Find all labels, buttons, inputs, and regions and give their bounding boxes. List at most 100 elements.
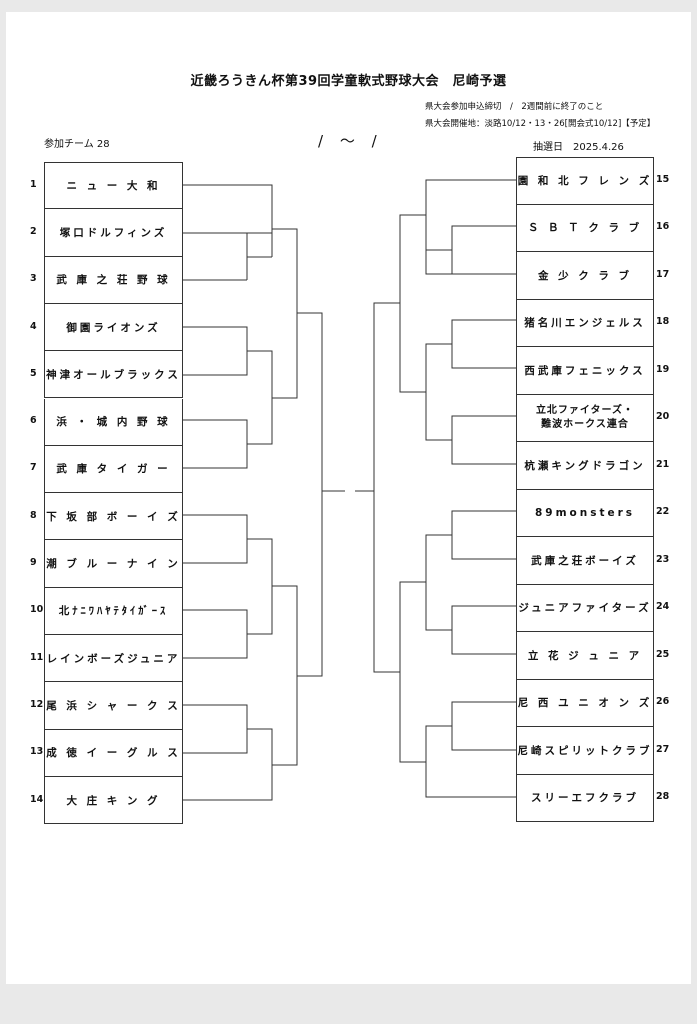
team-name: 成 徳 イ ー グ ル ス <box>46 747 181 760</box>
bracket-line <box>425 343 452 441</box>
tournament-title: 近畿ろうきん杯第39回学童軟式野球大会 尼崎予選 <box>190 74 507 89</box>
team-name: ニ ュ ー 大 和 <box>66 180 161 193</box>
bracket-line <box>451 415 516 465</box>
team-number: 6 <box>30 415 37 427</box>
bracket-line <box>451 701 516 751</box>
bracket-line <box>425 534 452 631</box>
team-box: 尼崎スピリットクラブ <box>516 727 654 775</box>
team-box: 89monsters <box>516 489 654 537</box>
bracket-line <box>247 350 273 445</box>
bracket-line <box>183 419 248 469</box>
team-box: レインボーズジュニア <box>44 635 183 683</box>
team-number: 17 <box>656 268 670 280</box>
team-name: 大 庄 キ ン グ <box>66 794 161 807</box>
team-name: 立 花 ジ ュ ニ ア <box>527 649 643 662</box>
team-name: 金 少 ク ラ ブ <box>537 269 633 282</box>
team-name: 尼崎スピリットクラブ <box>517 744 653 757</box>
team-number: 28 <box>656 791 670 803</box>
teams-count: 参加チーム 28 <box>44 139 110 150</box>
bracket-line <box>451 319 516 369</box>
team-box: Ｓ Ｂ Ｔ ク ラ ブ <box>516 204 654 252</box>
team-number: 15 <box>656 173 670 185</box>
team-box: 潮 ブ ル ー ナ イ ン <box>44 540 183 588</box>
team-number: 2 <box>30 225 37 237</box>
bracket-line <box>451 605 516 655</box>
team-number: 14 <box>30 793 44 805</box>
bracket-line <box>399 214 426 393</box>
team-box: 武 庫 之 荘 野 球 <box>44 256 183 304</box>
team-box: 尾 浜 シ ャ ー ク ス <box>44 682 183 730</box>
team-number: 25 <box>656 648 670 660</box>
team-box: 西武庫フェニックス <box>516 347 654 395</box>
paper-sheet <box>6 12 691 984</box>
team-box: 武庫之荘ボーイズ <box>516 537 654 585</box>
team-number: 3 <box>30 273 37 285</box>
team-name: 園 和 北 フ レ ン ズ <box>517 175 653 188</box>
bracket-line <box>247 538 273 635</box>
team-number: 23 <box>656 553 670 565</box>
team-box: 杭瀬キングドラゴン <box>516 442 654 490</box>
bracket-line <box>451 225 516 274</box>
team-box: 金 少 ク ラ ブ <box>516 252 654 300</box>
team-box: 下 坂 部 ボ ー イ ズ <box>44 493 183 541</box>
team-box: 成 徳 イ ー グ ル ス <box>44 729 183 777</box>
team-number: 4 <box>30 320 37 332</box>
team-number: 12 <box>30 698 44 710</box>
team-number: 13 <box>30 746 44 758</box>
draw-date: 抽選日 2025.4.26 <box>533 142 624 153</box>
team-box: 御園ライオンズ <box>44 303 183 352</box>
bracket-line <box>183 728 273 801</box>
team-number: 27 <box>656 743 670 755</box>
bracket-line <box>425 725 516 798</box>
team-number: 26 <box>656 696 670 708</box>
team-number: 22 <box>656 506 670 518</box>
team-name: Ｓ Ｂ Ｔ ク ラ ブ <box>527 222 643 235</box>
bracket-line <box>183 704 248 754</box>
team-number: 5 <box>30 367 37 379</box>
team-name: 尾 浜 シ ャ ー ク ス <box>46 699 181 712</box>
team-name: 下 坂 部 ボ ー イ ズ <box>46 510 181 523</box>
team-name: 尼 西 ユ ニ オ ン ズ <box>517 697 653 710</box>
bracket-line <box>183 514 248 564</box>
deadline-note: 県大会参加申込締切 / 2週間前に終了のこと <box>425 102 604 112</box>
team-number: 19 <box>656 363 670 375</box>
bracket-line <box>272 585 298 766</box>
team-name: 神津オールブラックス <box>46 368 181 381</box>
team-number: 7 <box>30 462 37 474</box>
team-box: 尼 西 ユ ニ オ ン ズ <box>516 679 654 727</box>
team-name-line2: 難波ホークス連合 <box>541 418 629 430</box>
team-box: 北ﾅﾆﾜﾊﾔﾃﾀｲｶﾞｰｽ <box>44 587 183 635</box>
team-number: 11 <box>30 651 44 663</box>
team-box: 神津オールブラックス <box>44 351 183 399</box>
team-number: 20 <box>656 411 670 423</box>
team-box: 立北ファイターズ・難波ホークス連合 <box>516 394 654 442</box>
team-name: 浜 ・ 城 内 野 球 <box>56 416 171 429</box>
team-name: 89monsters <box>534 506 636 519</box>
team-number: 21 <box>656 458 670 470</box>
team-name: 潮 ブ ル ー ナ イ ン <box>46 558 181 571</box>
team-name: 塚口ドルフィンズ <box>59 226 168 239</box>
team-number: 1 <box>30 178 37 190</box>
team-name: 御園ライオンズ <box>66 321 161 334</box>
team-box: 立 花 ジ ュ ニ ア <box>516 632 654 680</box>
team-name: 立北ファイターズ・ <box>535 404 635 416</box>
team-name: 杭瀬キングドラゴン <box>524 459 646 472</box>
team-box: 武 庫 タ イ ガ ー <box>44 445 183 494</box>
team-number: 24 <box>656 601 670 613</box>
team-name: 西武庫フェニックス <box>524 364 646 377</box>
team-name: 武庫之荘ボーイズ <box>531 554 639 567</box>
bracket-line <box>399 581 426 763</box>
bracket-line <box>451 510 516 560</box>
team-name: ジュニアファイターズ <box>518 602 652 615</box>
team-box: 浜 ・ 城 内 野 球 <box>44 398 183 446</box>
team-name: 武 庫 タ イ ガ ー <box>56 463 171 476</box>
bracket-line <box>425 179 516 275</box>
bracket-line <box>183 326 248 376</box>
team-box: ニ ュ ー 大 和 <box>44 162 183 210</box>
team-box: 園 和 北 フ レ ン ズ <box>516 157 654 205</box>
bracket-line <box>297 312 323 677</box>
team-number: 10 <box>30 604 44 616</box>
bracket-line <box>183 184 273 234</box>
date-slot: / ～ / <box>318 132 383 150</box>
